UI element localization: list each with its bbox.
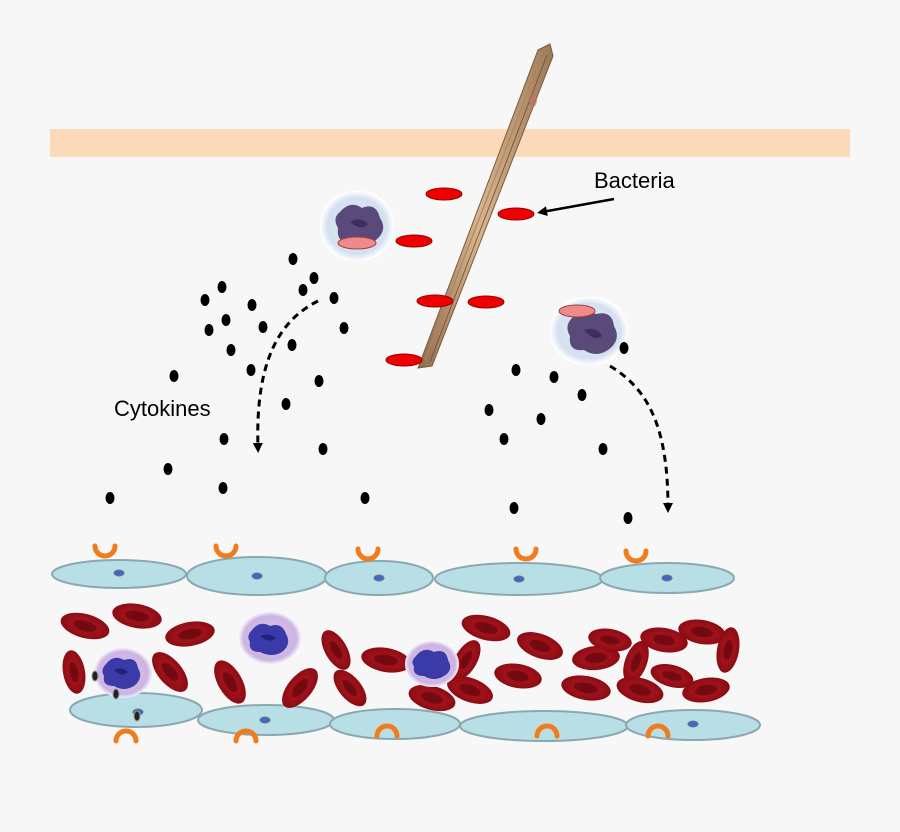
neutrophil-icon: [405, 641, 459, 687]
red-blood-cell-icon: [112, 603, 162, 629]
neutrophil-icon: [94, 648, 152, 698]
receptors-bottom: [113, 723, 671, 744]
cytokine-dot-icon: [218, 482, 228, 494]
cytokine-dot-icon: [258, 321, 268, 333]
red-blood-cell-icon: [461, 614, 511, 642]
red-blood-cell-icon: [561, 675, 611, 701]
selectin-receptor-icon: [645, 723, 671, 739]
bacteria-group: [385, 187, 535, 367]
red-blood-cell-icon: [588, 628, 632, 652]
cytokine-dot-icon: [511, 364, 521, 376]
cytokine-dot-icon: [217, 281, 227, 293]
splinter-icon: [417, 43, 554, 369]
red-blood-cell-icon: [214, 660, 246, 704]
red-blood-cell-icon: [716, 627, 740, 673]
cytokine-dot-icon: [298, 284, 308, 296]
cytokine-diffusion-arrow: [252, 299, 319, 453]
red-blood-cell-icon: [282, 668, 318, 708]
cytokine-dot-icon: [200, 294, 210, 306]
cytokine-dot-icon: [598, 443, 608, 455]
red-blood-cell-icon: [165, 621, 215, 647]
red-blood-cell-icon: [650, 663, 694, 689]
bacterium-icon: [416, 294, 454, 308]
red-blood-cell-icon: [494, 663, 542, 689]
red-blood-cell-icon: [447, 676, 493, 704]
red-blood-cell-icon: [640, 627, 688, 653]
bacterium-icon: [467, 295, 505, 309]
red-blood-cell-icon: [333, 669, 367, 707]
cytokine-dot-icon: [619, 342, 629, 354]
cytokines-group: [105, 253, 633, 524]
adhesion-marks: [91, 670, 141, 722]
red-blood-cell-icon: [152, 652, 188, 692]
cytokine-dot-icon: [499, 433, 509, 445]
red-blood-cell-icon: [408, 684, 456, 712]
selectin-receptor-icon: [374, 723, 400, 739]
cytokine-dot-icon: [577, 389, 587, 401]
neutrophil-icon: [320, 191, 394, 261]
cytokine-dot-icon: [509, 502, 519, 514]
red-blood-cell-icon: [616, 676, 664, 704]
selectin-receptor-icon: [92, 543, 118, 559]
cytokine-dot-icon: [221, 314, 231, 326]
cytokine-dot-icon: [549, 371, 559, 383]
cytokine-dot-icon: [318, 443, 328, 455]
cytokine-dot-icon: [247, 299, 257, 311]
red-blood-cell-icon: [62, 650, 86, 694]
cytokine-dot-icon: [226, 344, 236, 356]
cytokine-dot-icon: [219, 433, 229, 445]
bacteria-label: Bacteria: [594, 168, 675, 193]
cytokine-dot-icon: [169, 370, 179, 382]
bacterium-icon: [497, 207, 535, 221]
cytokine-dot-icon: [287, 339, 297, 351]
red-blood-cell-icon: [678, 619, 726, 645]
cytokine-dot-icon: [623, 512, 633, 524]
red-blood-cell-icon: [623, 640, 649, 684]
cytokine-dot-icon: [314, 375, 324, 387]
neutrophil-icon: [239, 612, 301, 664]
cytokine-dot-icon: [105, 492, 115, 504]
cytokine-dot-icon: [484, 404, 494, 416]
cytokine-dot-icon: [288, 253, 298, 265]
selectin-receptor-icon: [213, 543, 239, 559]
bacterium-icon: [385, 353, 423, 367]
selectin-receptor-icon: [534, 723, 560, 739]
cytokine-dot-icon: [309, 272, 319, 284]
red-blood-cell-icon: [517, 632, 563, 660]
neutrophil-migration-arrow: [609, 364, 673, 513]
red-blood-cell-icon: [321, 630, 351, 670]
bacterium-icon: [395, 234, 433, 248]
red-blood-cells: [60, 603, 740, 712]
selectin-receptor-icon: [355, 546, 381, 562]
selectin-receptor-icon: [233, 728, 259, 744]
red-blood-cell-icon: [682, 677, 730, 703]
cytokine-dot-icon: [360, 492, 370, 504]
red-blood-cell-icon: [451, 640, 481, 680]
skin-layer: [50, 129, 850, 157]
selectin-receptor-icon: [113, 728, 139, 744]
selectin-receptor-icon: [623, 548, 649, 564]
endothelium-top: [51, 556, 735, 596]
selectin-receptor-icon: [513, 546, 539, 562]
cytokine-dot-icon: [281, 398, 291, 410]
cytokine-dot-icon: [329, 292, 339, 304]
cytokine-dot-icon: [536, 413, 546, 425]
cytokines-label: Cytokines: [114, 396, 211, 421]
cytokine-dot-icon: [163, 463, 173, 475]
red-blood-cell-icon: [572, 645, 620, 671]
cytokine-dot-icon: [339, 322, 349, 334]
receptors-top: [92, 543, 649, 564]
red-blood-cell-icon: [60, 612, 110, 640]
neutrophil-icon: [550, 297, 628, 365]
red-blood-cell-icon: [361, 647, 411, 673]
bacteria-pointer-arrow: [537, 197, 615, 217]
bacterium-icon: [425, 187, 463, 201]
cytokine-dot-icon: [204, 324, 214, 336]
cytokine-dot-icon: [246, 364, 256, 376]
